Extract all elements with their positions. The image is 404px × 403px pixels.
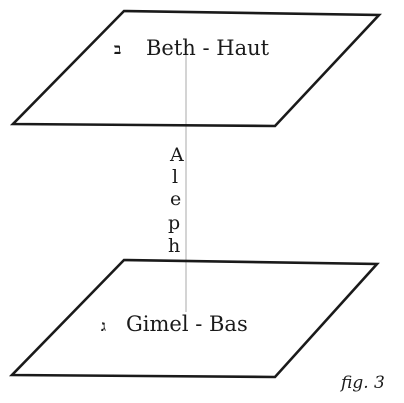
aleph-letter-5: h	[168, 235, 180, 257]
top-plane-label: Beth - Haut	[146, 36, 270, 60]
top-plane	[9, 9, 382, 128]
aleph-letter-4: p	[168, 212, 180, 234]
bottom-plane-hebrew-letter: ג	[101, 317, 106, 335]
top-plane-hebrew-letter: ב	[114, 40, 121, 58]
aleph-letter-1: A	[169, 144, 184, 166]
aleph-letter-3: e	[170, 188, 181, 210]
aleph-letter-2: l	[172, 166, 178, 188]
bottom-plane	[8, 258, 380, 379]
figure-caption: fig. 3	[339, 373, 385, 393]
bottom-plane-label: Gimel - Bas	[126, 312, 248, 336]
